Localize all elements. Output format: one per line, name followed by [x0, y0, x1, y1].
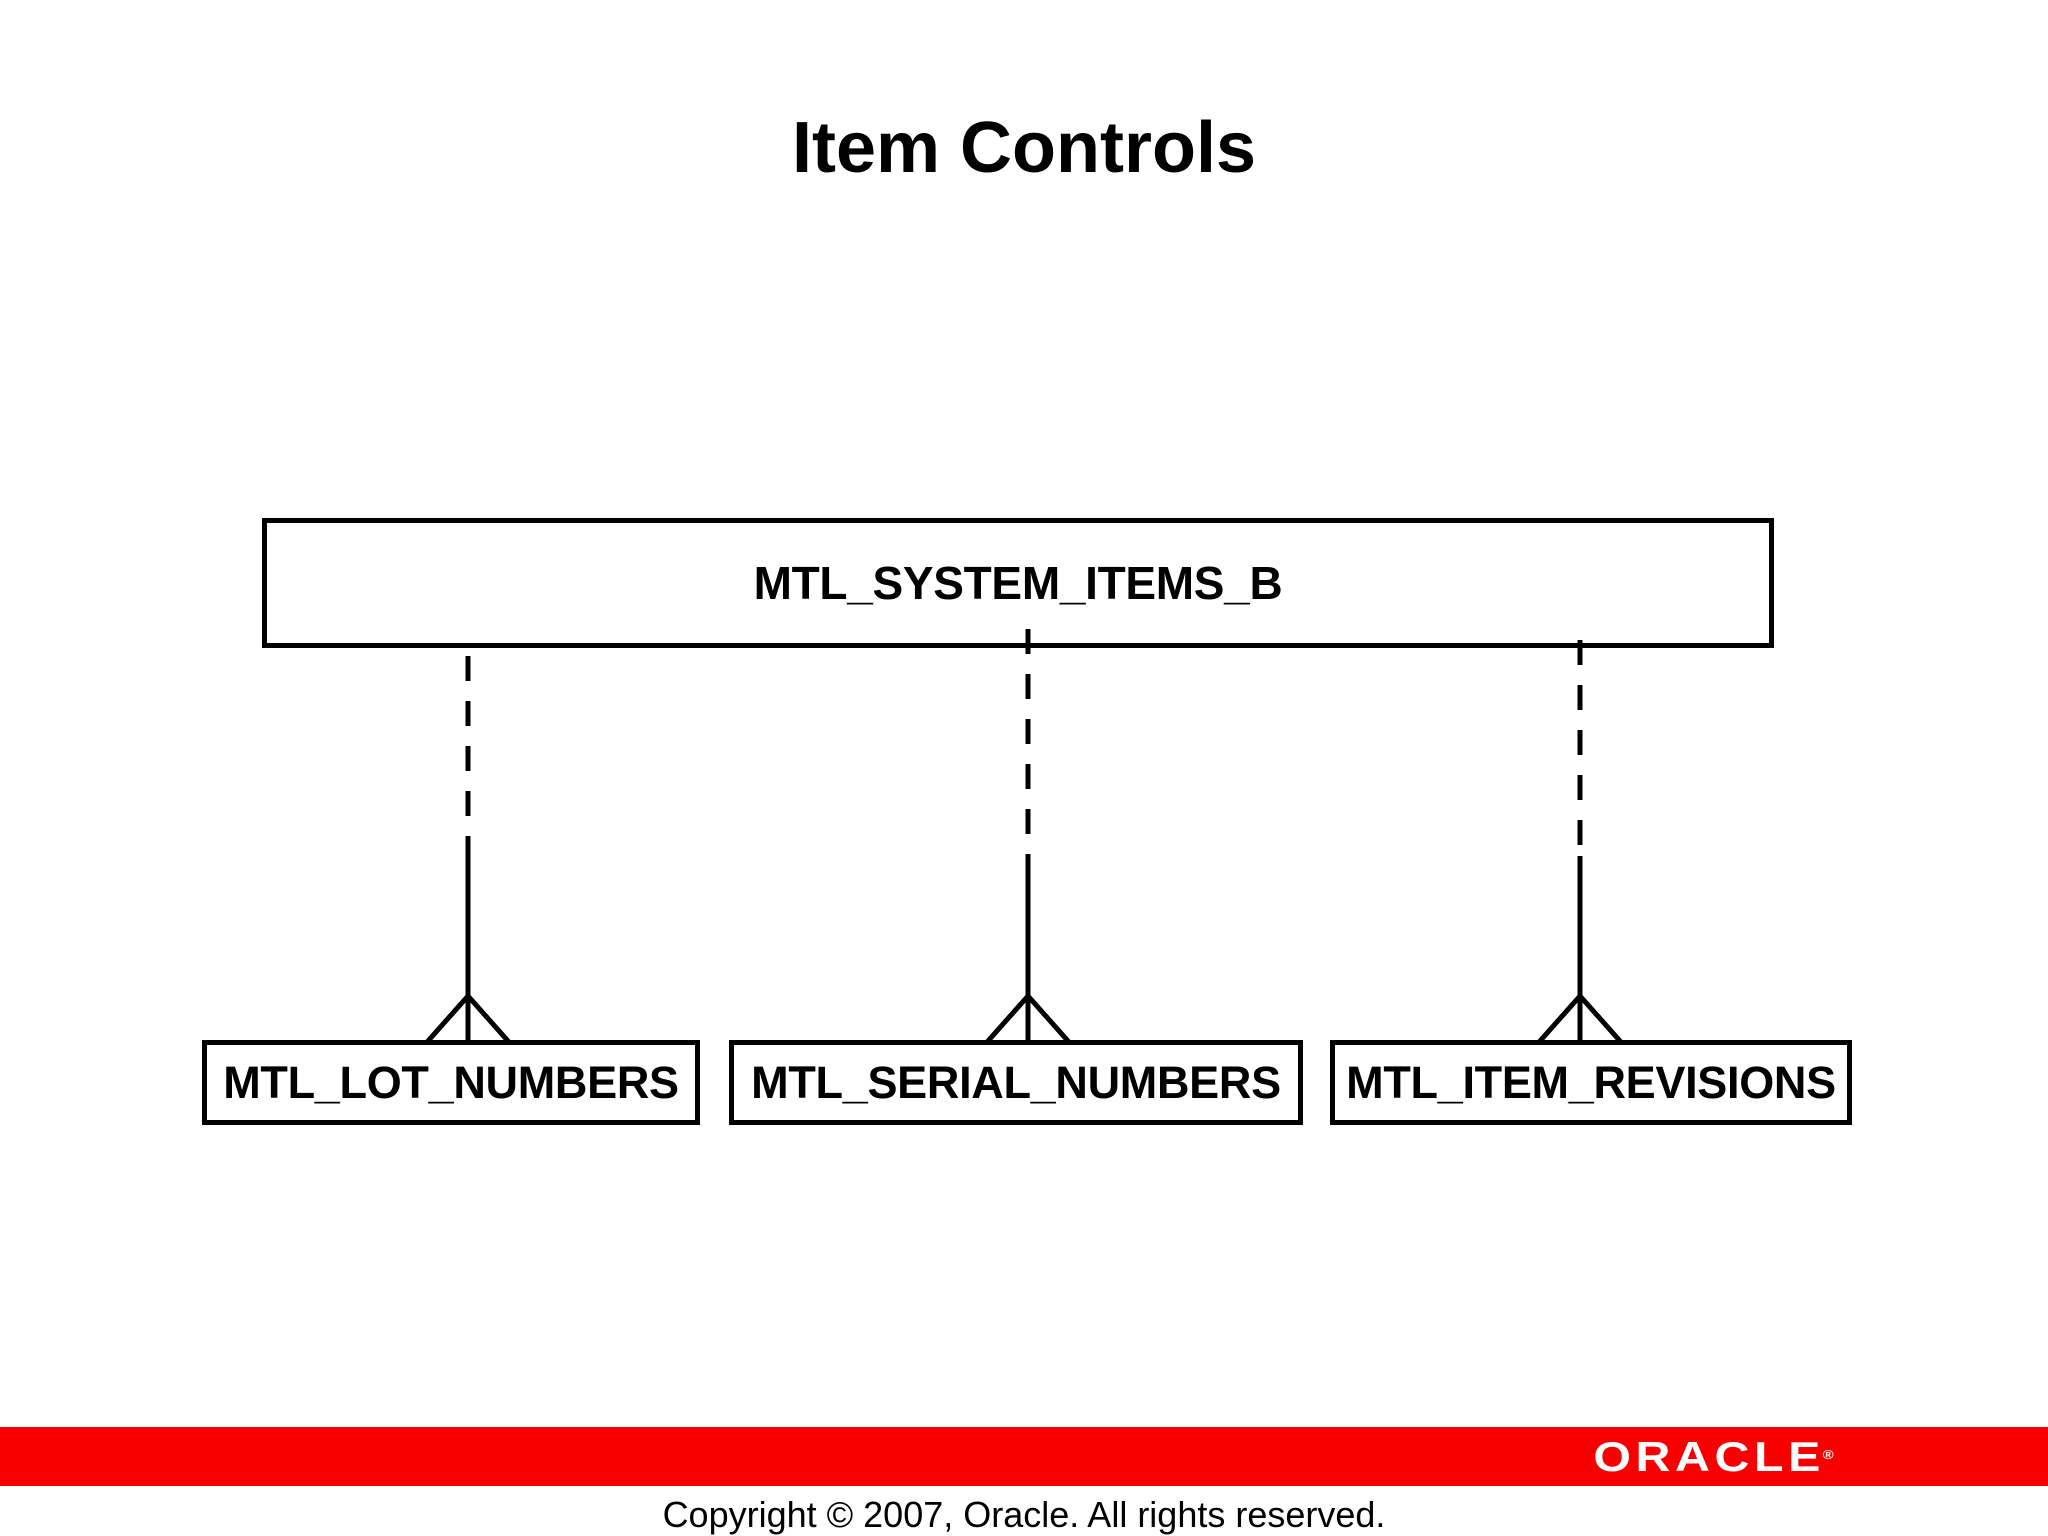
oracle-logo: ORACLE® [1593, 1427, 1836, 1486]
connector-to-item-revisions [1530, 640, 1630, 1052]
registered-trademark-mark: ® [1822, 1447, 1834, 1462]
slide-title: Item Controls [791, 108, 1257, 188]
copyright-text: Copyright © 2007, Oracle. All rights res… [662, 1494, 1386, 1535]
child-entity-box-item-revisions: MTL_ITEM_REVISIONS [1330, 1040, 1852, 1125]
entity-label: MTL_ITEM_REVISIONS [1346, 1057, 1836, 1108]
entity-label: MTL_SERIAL_NUMBERS [751, 1057, 1281, 1108]
connector-to-serial-numbers [978, 629, 1078, 1052]
oracle-logo-text: ORACLE [1593, 1432, 1825, 1480]
child-entity-box-serial-numbers: MTL_SERIAL_NUMBERS [729, 1040, 1303, 1125]
entity-label: MTL_LOT_NUMBERS [223, 1057, 679, 1108]
brand-bar: ORACLE® [0, 1427, 2048, 1486]
parent-entity-label: MTL_SYSTEM_ITEMS_B [753, 557, 1283, 609]
connector-to-lot-numbers [418, 656, 518, 1052]
parent-entity-box: MTL_SYSTEM_ITEMS_B [262, 518, 1774, 648]
child-entity-box-lot-numbers: MTL_LOT_NUMBERS [202, 1040, 700, 1125]
